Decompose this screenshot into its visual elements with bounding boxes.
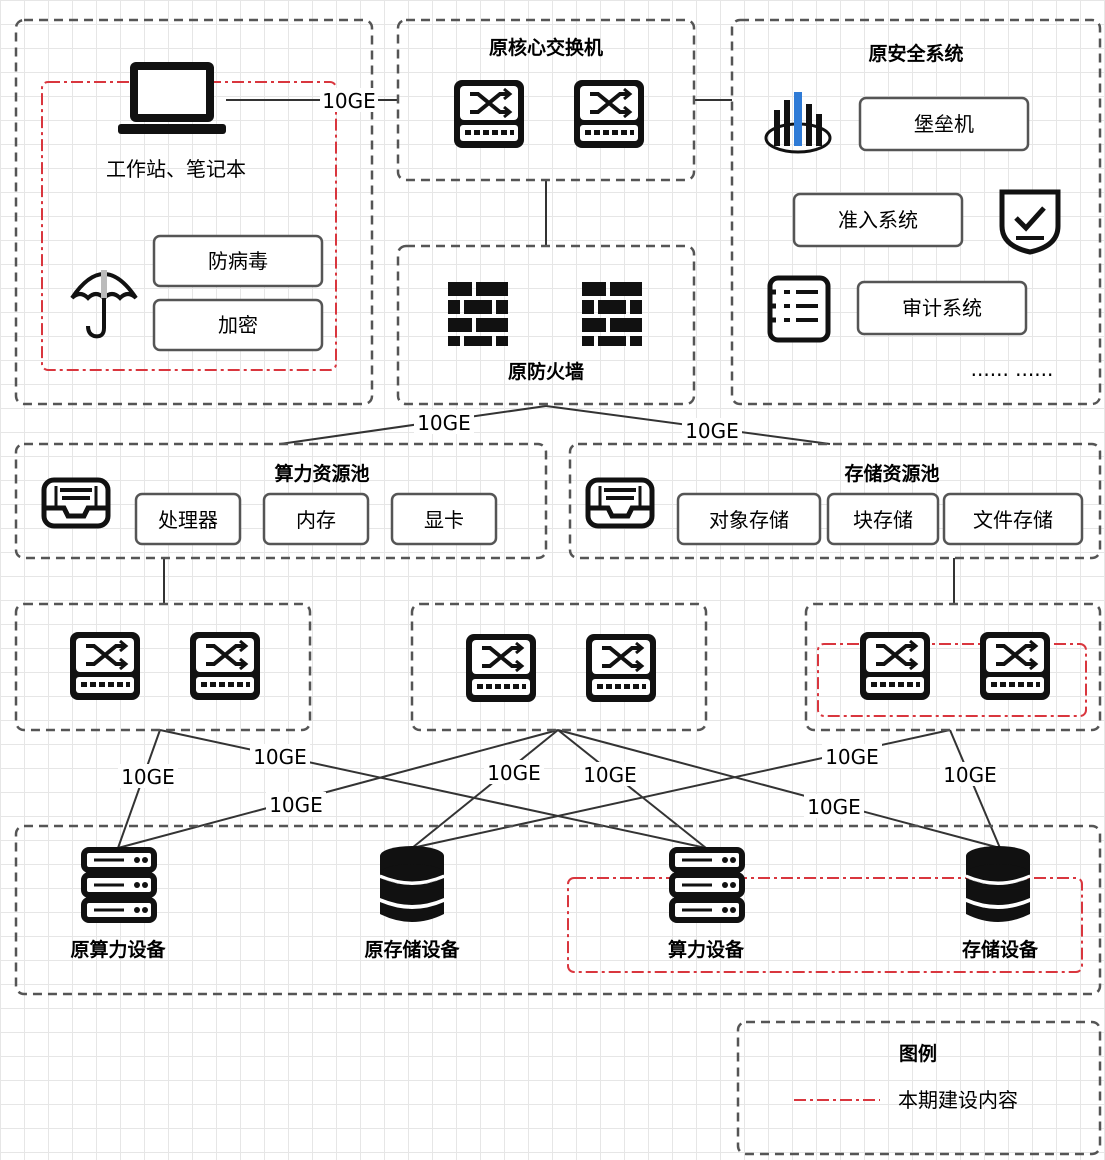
switch-icon	[452, 78, 526, 150]
switch-icon	[978, 630, 1052, 702]
link-label: 10GE	[322, 89, 376, 113]
server-icon	[84, 850, 154, 920]
encryption-label: 加密	[218, 313, 258, 337]
shield-check-icon	[999, 189, 1061, 255]
switch-icon	[584, 632, 658, 704]
block-storage-label: 块存储	[853, 508, 913, 532]
link-label: 10GE	[807, 795, 861, 819]
core-switch-group	[396, 18, 696, 182]
device-label-storage: 存储设备	[962, 938, 1039, 961]
firewall-icon	[582, 282, 642, 346]
server-icon	[672, 850, 742, 920]
security-group	[730, 18, 1102, 406]
switch-icon	[464, 632, 538, 704]
list-icon	[767, 275, 831, 343]
processor-label: 处理器	[158, 508, 218, 532]
legend-box	[736, 1020, 1102, 1156]
access-control-label: 准入系统	[838, 208, 918, 232]
new-scope-devices	[567, 877, 1083, 973]
link-label: 10GE	[121, 765, 175, 789]
security-ellipsis: ······ ······	[971, 363, 1054, 387]
switch-icon	[858, 630, 932, 702]
switch-icon	[572, 78, 646, 150]
link-sw2-dev2	[411, 729, 559, 849]
umbrella-icon	[70, 270, 138, 339]
memory-item[interactable]: 内存	[262, 492, 370, 546]
link-label: 10GE	[943, 763, 997, 787]
switch-icon	[68, 630, 142, 702]
storage-pool-group	[568, 442, 1102, 560]
compute-pool-group	[14, 442, 548, 560]
firewall-title: 原防火墙	[508, 360, 584, 383]
switch-group-right	[804, 602, 1102, 732]
switch-group-left	[14, 602, 312, 732]
audit-system-item[interactable]: 审计系统	[856, 280, 1028, 336]
link-sw2-dev3	[557, 729, 707, 849]
link-labels: 10GE 10GE 10GE 10GE 10GE 10GE 10GE 10GE …	[118, 88, 1000, 819]
memory-label: 内存	[296, 508, 336, 532]
workstation-label: 工作站、笔记本	[106, 157, 246, 181]
link-sw2-dev4	[557, 729, 1001, 849]
bastion-host-label: 堡垒机	[914, 112, 974, 136]
tray-icon	[44, 480, 108, 526]
link-sw3-dev4	[949, 729, 1001, 849]
bar-chart-icon	[764, 92, 832, 154]
switch-group-middle	[410, 602, 708, 732]
link-firewall-compute	[279, 405, 547, 445]
firewall-group	[396, 244, 696, 406]
gpu-item[interactable]: 显卡	[390, 492, 498, 546]
link-label: 10GE	[487, 761, 541, 785]
storage-pool-title: 存储资源池	[844, 462, 939, 485]
gpu-label: 显卡	[424, 508, 464, 532]
devices-group	[14, 824, 1102, 996]
device-label-legacy-storage: 原存储设备	[364, 938, 460, 961]
encryption-item[interactable]: 加密	[152, 298, 324, 352]
link-label: 10GE	[685, 419, 739, 443]
antivirus-label: 防病毒	[208, 249, 268, 273]
workstation-group	[14, 18, 374, 406]
link-label: 10GE	[583, 763, 637, 787]
device-label-legacy-compute: 原算力设备	[70, 938, 166, 961]
database-icon	[964, 844, 1032, 924]
link-sw2-dev1	[117, 729, 559, 849]
audit-system-label: 审计系统	[902, 296, 982, 320]
switch-icon	[188, 630, 262, 702]
device-label-compute: 算力设备	[668, 938, 745, 961]
core-switch-title: 原核心交换机	[489, 36, 603, 59]
file-storage-label: 文件存储	[973, 508, 1053, 532]
firewall-icon	[448, 282, 508, 346]
compute-pool-title: 算力资源池	[274, 462, 369, 485]
link-sw1-dev1	[117, 729, 161, 849]
tray-icon	[588, 480, 652, 526]
file-storage-item[interactable]: 文件存储	[942, 492, 1084, 546]
bastion-host-item[interactable]: 堡垒机	[858, 96, 1030, 152]
legend-item-new-scope: 本期建设内容	[898, 1088, 1018, 1112]
security-title: 原安全系统	[868, 42, 963, 65]
object-storage-label: 对象存储	[709, 508, 789, 532]
object-storage-item[interactable]: 对象存储	[676, 492, 822, 546]
new-scope-switches	[817, 643, 1087, 717]
link-label: 10GE	[253, 745, 307, 769]
database-icon	[378, 844, 446, 924]
block-storage-item[interactable]: 块存储	[826, 492, 940, 546]
laptop-icon	[118, 62, 226, 134]
legend-title: 图例	[899, 1042, 937, 1065]
antivirus-item[interactable]: 防病毒	[152, 234, 324, 288]
link-label: 10GE	[825, 745, 879, 769]
link-label: 10GE	[417, 411, 471, 435]
access-control-item[interactable]: 准入系统	[792, 192, 964, 248]
link-label: 10GE	[269, 793, 323, 817]
processor-item[interactable]: 处理器	[134, 492, 242, 546]
